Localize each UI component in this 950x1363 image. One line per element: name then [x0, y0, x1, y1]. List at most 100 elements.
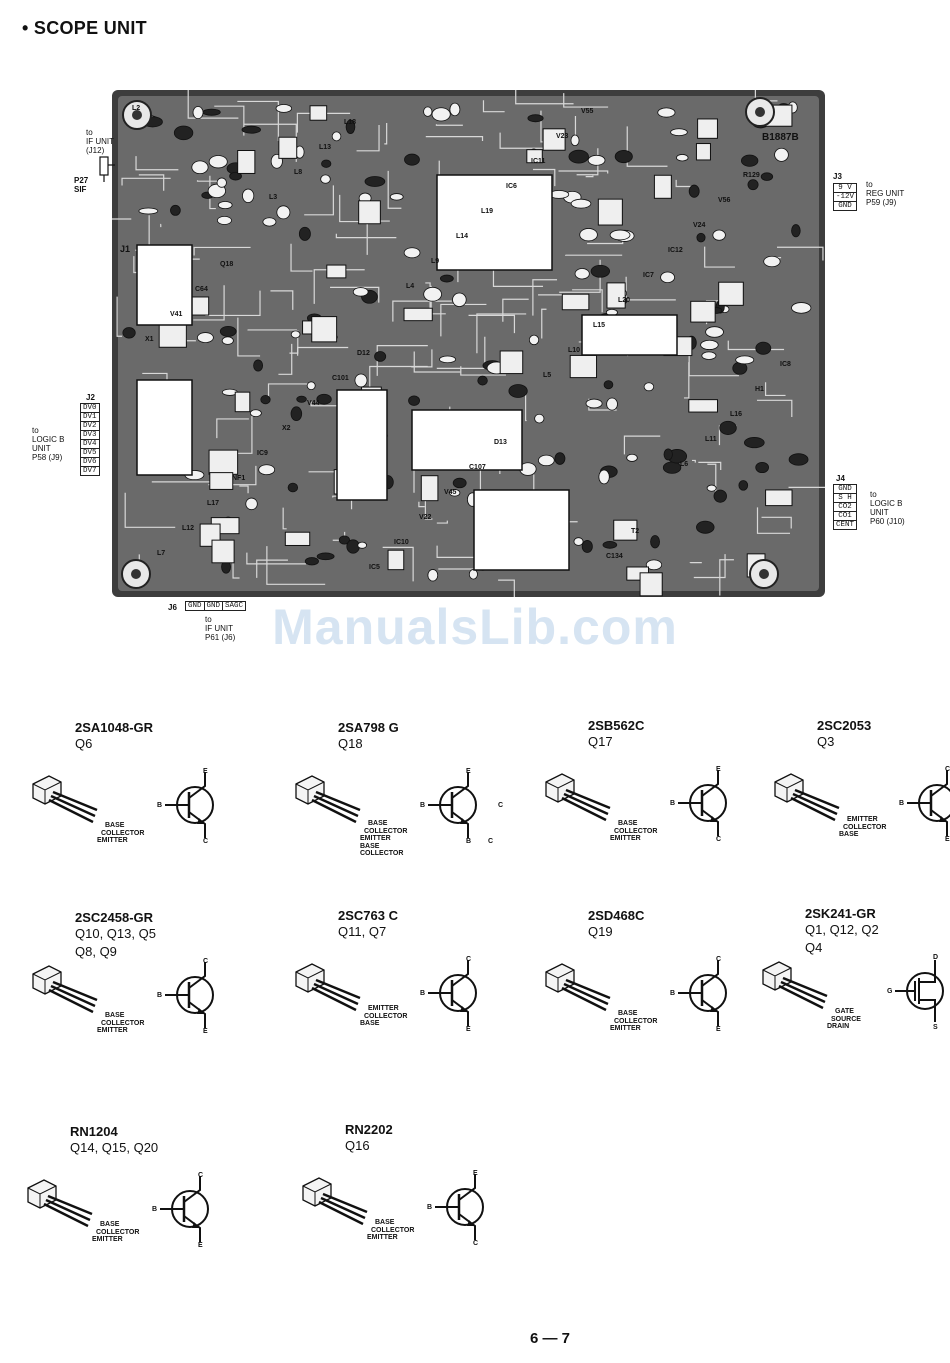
pin-label: BASE: [105, 1012, 125, 1019]
symbol-terminal-label: B: [466, 838, 472, 845]
j6-pin-table: GND GND SAGC: [185, 601, 247, 611]
pin-label: BASE: [360, 1020, 380, 1027]
component-label: L13: [319, 144, 331, 151]
part-number: 2SK241-GR: [805, 906, 876, 921]
pin-label: BASE: [618, 820, 638, 827]
reference-designators: Q4: [805, 940, 823, 955]
component-label: D12: [357, 350, 370, 357]
symbol-terminal-label: E: [198, 1242, 203, 1249]
reference-designators: Q1, Q12, Q2: [805, 922, 879, 937]
component-label: IC11: [531, 158, 546, 165]
symbol-terminal-label: C: [498, 802, 504, 809]
component-label: C134: [606, 553, 623, 560]
reference-designators: Q8, Q9: [75, 944, 117, 959]
j3-pin-table: 9 V -12V GND: [832, 183, 858, 211]
pin-label: EMITTER: [368, 1005, 399, 1012]
pin-label: COLLECTOR: [101, 829, 145, 837]
component-label: V24: [693, 222, 706, 229]
transistor-symbol-icon: [165, 962, 214, 1028]
component-label: L11: [705, 436, 717, 443]
symbol-terminal-label: E: [466, 1026, 471, 1033]
transistor-symbol-icon: [428, 772, 477, 838]
j2-note: to LOGIC B UNIT P58 (J9): [32, 426, 65, 462]
pin-label: EMITTER: [847, 816, 878, 823]
reference-designators: Q11, Q7: [338, 924, 387, 939]
j4-pin-table: GND S H CO2 CO1 CENT: [832, 484, 858, 530]
part-number: 2SC2458-GR: [75, 910, 154, 925]
component-label: V45: [444, 489, 457, 496]
component-label: C101: [332, 375, 349, 382]
pin-label: EMITTER: [97, 837, 128, 844]
reference-designators: Q16: [345, 1138, 370, 1153]
component-label: V44: [307, 400, 320, 407]
pin-label: COLLECTOR: [843, 823, 887, 831]
pin-label: SOURCE: [831, 1015, 861, 1023]
pin-label: EMITTER: [610, 1025, 641, 1032]
j6-note: to IF UNIT P61 (J6): [205, 615, 236, 642]
component-label: V41: [170, 311, 183, 318]
pin-label: COLLECTOR: [360, 850, 404, 857]
symbol-terminal-label: B: [899, 800, 905, 807]
symbol-terminal-label: E: [716, 1026, 721, 1033]
symbol-terminal-label: C: [466, 956, 472, 963]
j1-label: J1: [120, 244, 130, 254]
pin-label: DRAIN: [827, 1023, 850, 1030]
page-title: • SCOPE UNIT: [22, 18, 147, 38]
package-icon: [27, 1179, 93, 1228]
symbol-terminal-label: E: [203, 768, 208, 775]
pin-label: COLLECTOR: [101, 1019, 145, 1027]
part-number: 2SC2053: [817, 718, 872, 733]
pin-label: COLLECTOR: [614, 1017, 658, 1025]
part-number: 2SC763 C: [338, 908, 398, 923]
package-icon: [774, 773, 840, 822]
component-label: NF1: [232, 475, 245, 482]
part-number: RN2202: [345, 1122, 393, 1137]
pin-label: COLLECTOR: [96, 1228, 140, 1236]
component-label: L17: [207, 500, 219, 507]
transistor-symbol-icon: [160, 1176, 209, 1242]
package-icon: [295, 963, 361, 1012]
component-label: V22: [419, 514, 432, 521]
pin-label: EMITTER: [360, 835, 391, 842]
part-number: 2SA798 G: [338, 720, 399, 735]
component-label: IC12: [668, 247, 683, 254]
symbol-terminal-label: E: [203, 1028, 208, 1035]
pin-label: COLLECTOR: [364, 827, 408, 835]
part-number: RN1204: [70, 1124, 118, 1139]
symbol-terminal-label: C: [198, 1172, 204, 1179]
symbol-terminal-label: B: [157, 992, 163, 999]
component-label: V55: [581, 108, 594, 115]
pin-label: EMITTER: [97, 1027, 128, 1034]
component-label: L18: [344, 119, 356, 126]
symbol-terminal-label: C: [203, 838, 209, 845]
j4-label: J4: [836, 474, 845, 483]
pin-label: BASE: [100, 1221, 120, 1228]
if-unit-note: to IF UNIT (J12): [86, 128, 114, 155]
pin-label: EMITTER: [367, 1234, 398, 1241]
component-label: L14: [456, 233, 468, 240]
symbol-terminal-label: B: [670, 990, 676, 997]
transistor-symbol-icon: [678, 960, 727, 1026]
component-label: IC8: [780, 361, 791, 368]
reference-designators: Q19: [588, 924, 613, 939]
pin-label: COLLECTOR: [364, 1012, 408, 1020]
component-label: IC7: [643, 272, 654, 279]
symbol-terminal-label: C: [716, 956, 722, 963]
component-label: C64: [195, 286, 208, 293]
symbol-terminal-label: C: [473, 1240, 479, 1247]
symbol-terminal-label: G: [887, 988, 893, 995]
j4-note: to LOGIC B UNIT P60 (J10): [870, 490, 905, 526]
pcb-board-layout: B1887B J1 L2L3L4L5L6L7L8L9L10L11L12L13L1…: [112, 90, 825, 597]
j6-label: J6: [168, 603, 177, 612]
package-icon: [32, 775, 98, 824]
